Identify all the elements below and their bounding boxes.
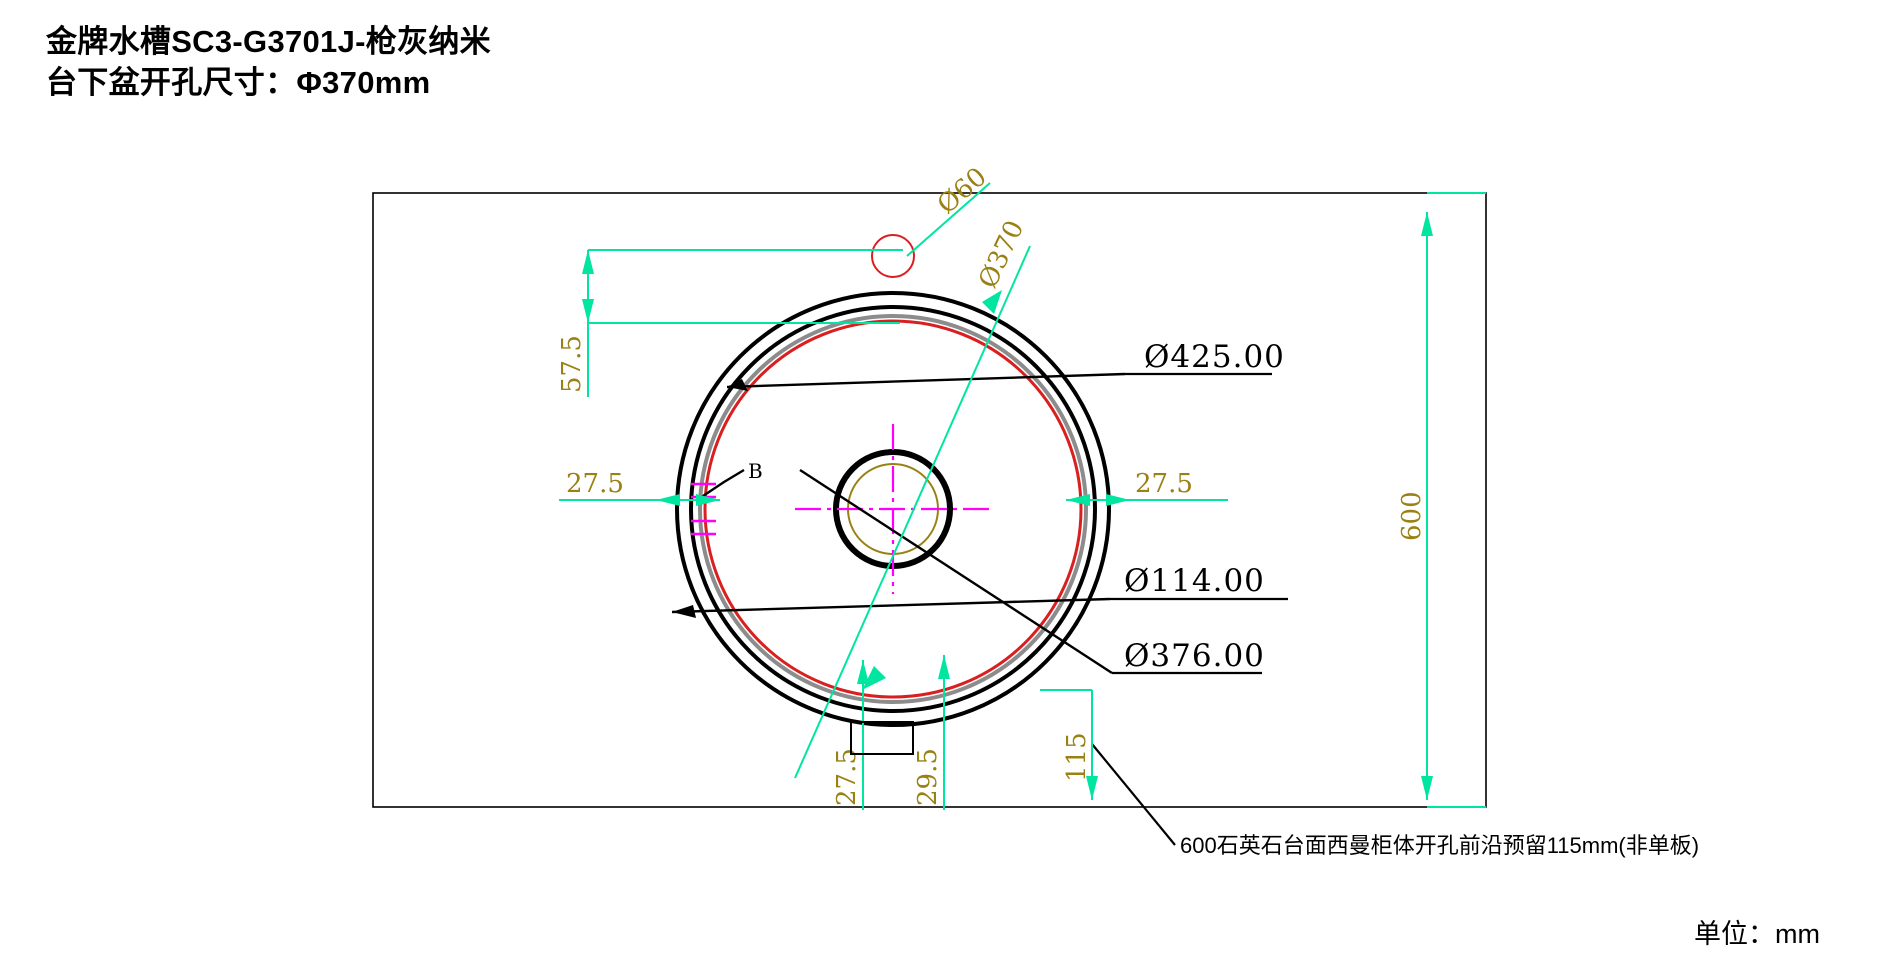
dimension-arrowheads	[582, 212, 1433, 800]
dim-label-dia-60: Ø60	[932, 162, 993, 220]
leader-dia-114	[671, 597, 1111, 614]
countertop-outline	[372, 192, 1487, 808]
callout-dia-425: Ø425.00	[1144, 339, 1285, 375]
overflow-slot	[850, 721, 914, 755]
dim-label-27-5-left: 27.5	[566, 469, 624, 499]
leader-arrowheads	[672, 379, 748, 618]
leader-dia-425	[726, 372, 1126, 389]
dim-label-600: 600	[1397, 491, 1427, 541]
dim-label-dia-370: Ø370	[973, 216, 1030, 293]
red-ring	[703, 319, 1083, 699]
dim-leader-dia-370	[794, 245, 1031, 779]
dim-leader-dia-60	[906, 182, 991, 257]
dim-label-27-5-bottom: 27.5	[832, 748, 862, 806]
title-block: 金牌水槽SC3-G3701J-枪灰纳米 台下盆开孔尺寸：Φ370mm	[46, 22, 491, 104]
page-title-line-1: 金牌水槽SC3-G3701J-枪灰纳米	[46, 24, 491, 59]
callout-dia-114: Ø114.00	[1124, 563, 1265, 599]
faucet-hole-circle	[871, 234, 915, 278]
section-b-label: B	[748, 459, 763, 483]
outer-ring-outer-edge	[675, 291, 1111, 727]
callout-dia-376: Ø376.00	[1124, 638, 1265, 674]
leader-bottom-note	[1091, 743, 1176, 846]
page-title-line-2: 台下盆开孔尺寸：Φ370mm	[46, 64, 431, 100]
leader-section-b	[699, 468, 745, 499]
leader-dia-376	[799, 468, 1113, 675]
bottom-note: 600石英石台面西曼柜体开孔前沿预留115mm(非单板)	[1180, 833, 1699, 858]
dim-label-115: 115	[1062, 732, 1092, 782]
dim-label-29-5-bottom: 29.5	[913, 748, 943, 806]
outer-ring-inner-edge	[689, 305, 1097, 713]
dim-label-27-5-right: 27.5	[1135, 469, 1193, 499]
gray-ring	[698, 314, 1088, 704]
dim-label-57-5: 57.5	[557, 335, 587, 393]
unit-note: 单位：mm	[1694, 919, 1820, 949]
